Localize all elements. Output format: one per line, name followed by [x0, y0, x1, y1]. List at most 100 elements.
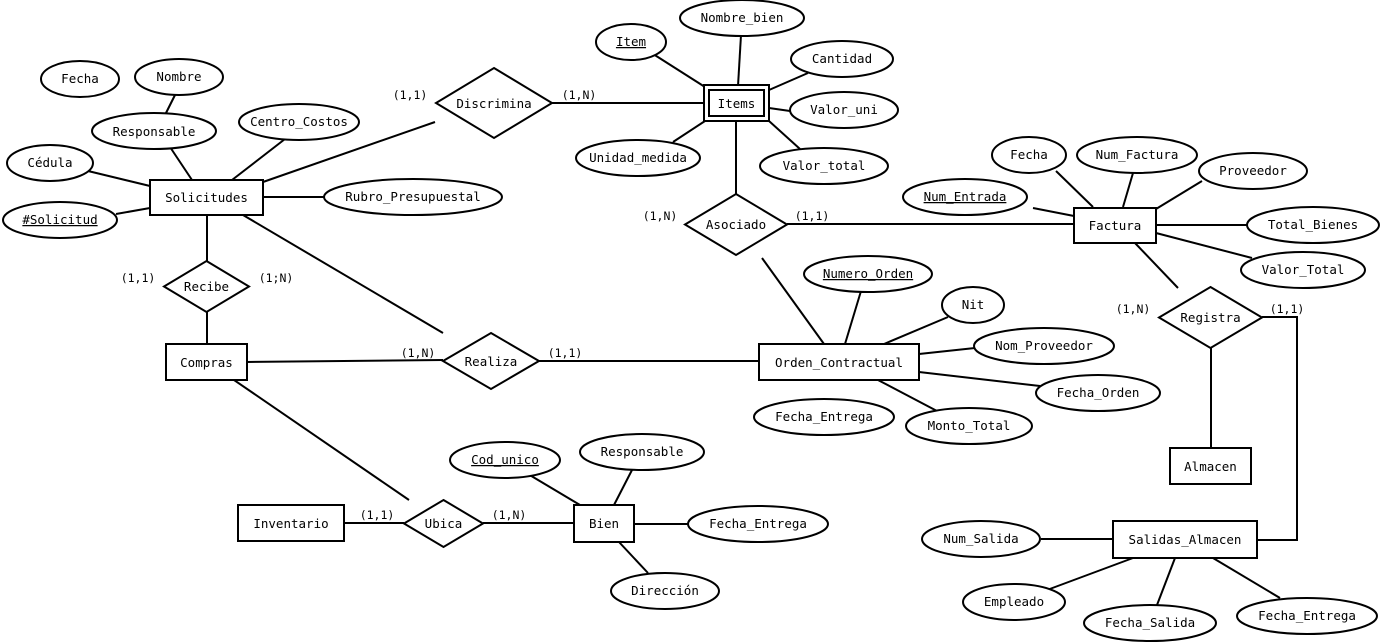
entity-label: Salidas_Almacen — [1129, 532, 1242, 547]
attribute-sol-rubro: Rubro_Presupuestal — [323, 178, 503, 216]
svg-text:Proveedor: Proveedor — [1219, 163, 1287, 178]
attribute-bi-direccion: Dirección — [610, 572, 720, 610]
cardinality-ubica-left: (1,1) — [360, 508, 395, 522]
svg-text:Fecha: Fecha — [61, 71, 99, 86]
attribute-sol-solicitud: #Solicitud — [2, 201, 118, 239]
cardinality-recibe-right: (1;N) — [259, 271, 294, 285]
key-attribute-label: #Solicitud — [22, 212, 97, 227]
entity-label: Factura — [1089, 218, 1142, 233]
relationship-label: Registra — [1180, 310, 1240, 325]
entity-orden-contractual: Orden_Contractual — [758, 343, 920, 381]
attribute-it-nombre-bien: Nombre_bien — [679, 0, 805, 37]
relationship-asociado: Asociado — [683, 192, 789, 257]
cardinality-ubica-right: (1,N) — [492, 508, 527, 522]
attribute-oc-fecha-orden: Fecha_Orden — [1035, 374, 1161, 412]
cardinality-realiza-right: (1,1) — [548, 346, 583, 360]
relationship-label: Discrimina — [456, 96, 531, 111]
attribute-sol-fecha: Fecha — [40, 60, 120, 98]
attribute-oc-numero-orden: Numero_Orden — [803, 255, 933, 293]
attribute-bi-cod-unico: Cod_unico — [449, 441, 561, 479]
attribute-fa-proveedor: Proveedor — [1198, 152, 1308, 190]
svg-text:Rubro_Presupuestal: Rubro_Presupuestal — [345, 189, 480, 204]
relationship-discrimina: Discrimina — [434, 66, 554, 140]
attribute-sa-fecha-salida: Fecha_Salida — [1083, 604, 1217, 642]
svg-text:Nit: Nit — [962, 297, 985, 312]
attribute-oc-nom-proveedor: Nom_Proveedor — [973, 327, 1115, 365]
attribute-oc-fecha-entrega: Fecha_Entrega — [753, 398, 895, 436]
attribute-oc-monto-total: Monto_Total — [905, 407, 1033, 445]
entity-label: Compras — [180, 355, 233, 370]
svg-text:Cédula: Cédula — [27, 155, 72, 170]
svg-text:Num_Factura: Num_Factura — [1096, 147, 1179, 162]
entity-salidas-almacen: Salidas_Almacen — [1112, 520, 1258, 559]
attribute-sol-centro-costos: Centro_Costos — [238, 103, 360, 141]
relationship-label: Asociado — [706, 217, 766, 232]
cardinality-discrimina-left: (1,1) — [393, 88, 428, 102]
svg-text:Fecha_Orden: Fecha_Orden — [1057, 385, 1140, 400]
entity-factura: Factura — [1073, 207, 1157, 244]
svg-text:Nom_Proveedor: Nom_Proveedor — [995, 338, 1093, 353]
svg-text:Fecha_Salida: Fecha_Salida — [1105, 615, 1195, 630]
svg-text:Empleado: Empleado — [984, 594, 1044, 609]
attribute-fa-total-bienes: Total_Bienes — [1246, 206, 1380, 244]
svg-text:Valor_total: Valor_total — [783, 158, 866, 173]
entity-almacen: Almacen — [1169, 447, 1252, 485]
svg-text:Fecha_Entrega: Fecha_Entrega — [1258, 608, 1356, 623]
relationship-registra: Registra — [1157, 285, 1264, 350]
relationship-realiza: Realiza — [441, 331, 541, 391]
key-attribute-label: Numero_Orden — [823, 266, 913, 281]
cardinality-registra-left: (1,N) — [1116, 302, 1151, 316]
entity-solicitudes: Solicitudes — [149, 179, 264, 216]
svg-text:Unidad_medida: Unidad_medida — [589, 150, 687, 165]
attribute-fa-valor-total: Valor_Total — [1240, 251, 1366, 289]
cardinality-asociado-left: (1,N) — [643, 209, 678, 223]
svg-text:Cantidad: Cantidad — [812, 51, 872, 66]
entity-label: Solicitudes — [165, 190, 248, 205]
relationship-label: Realiza — [465, 354, 518, 369]
attribute-fa-num-entrada: Num_Entrada — [902, 178, 1028, 216]
attribute-fa-num-factura: Num_Factura — [1076, 136, 1198, 174]
svg-text:Valor_Total: Valor_Total — [1262, 262, 1345, 277]
attribute-it-valor-total: Valor_total — [759, 147, 889, 185]
entity-label: Bien — [589, 516, 619, 531]
attribute-it-unidad-medida: Unidad_medida — [575, 139, 701, 177]
key-attribute-label: Item — [616, 34, 646, 49]
svg-text:Nombre_bien: Nombre_bien — [701, 10, 784, 25]
key-attribute-label: Num_Entrada — [924, 189, 1007, 204]
svg-text:Centro_Costos: Centro_Costos — [250, 114, 348, 129]
attribute-bi-fecha-entrega: Fecha_Entrega — [687, 505, 829, 543]
svg-text:Valor_uni: Valor_uni — [810, 102, 878, 117]
attribute-bi-responsable: Responsable — [579, 433, 705, 471]
relationship-label: Ubica — [425, 516, 463, 531]
entity-label: Inventario — [253, 516, 328, 531]
cardinality-labels: (1,1) (1,N) (1,N) (1,1) (1,1) (1;N) (1,N… — [121, 88, 1305, 522]
svg-text:Fecha: Fecha — [1010, 147, 1048, 162]
entity-label: Orden_Contractual — [775, 355, 903, 370]
svg-text:Num_Salida: Num_Salida — [943, 531, 1018, 546]
attribute-oc-nit: Nit — [941, 286, 1005, 324]
entity-label: Almacen — [1184, 459, 1237, 474]
svg-text:Fecha_Entrega: Fecha_Entrega — [709, 516, 807, 531]
svg-text:Responsable: Responsable — [601, 444, 684, 459]
svg-text:Monto_Total: Monto_Total — [928, 418, 1011, 433]
attribute-sol-cedula: Cédula — [6, 144, 94, 182]
attribute-sol-nombre: Nombre — [134, 58, 224, 96]
key-attribute-label: Cod_unico — [471, 452, 539, 467]
attribute-it-cantidad: Cantidad — [790, 40, 894, 78]
attribute-it-item: Item — [595, 23, 667, 61]
entity-label: Items — [718, 96, 756, 111]
attribute-sa-empleado: Empleado — [962, 583, 1066, 621]
attribute-sa-num-salida: Num_Salida — [921, 520, 1041, 558]
relationship-label: Recibe — [184, 279, 229, 294]
entity-compras: Compras — [165, 343, 248, 381]
cardinality-realiza-left: (1,N) — [401, 346, 436, 360]
svg-text:Responsable: Responsable — [113, 124, 196, 139]
svg-text:Dirección: Dirección — [631, 583, 699, 598]
cardinality-registra-right: (1,1) — [1270, 302, 1305, 316]
attribute-sol-responsable: Responsable — [91, 112, 217, 150]
cardinality-asociado-right: (1,1) — [795, 209, 830, 223]
relationship-recibe: Recibe — [162, 259, 251, 314]
svg-text:Fecha_Entrega: Fecha_Entrega — [775, 409, 873, 424]
attribute-sa-fecha-entrega: Fecha_Entrega — [1236, 597, 1378, 635]
